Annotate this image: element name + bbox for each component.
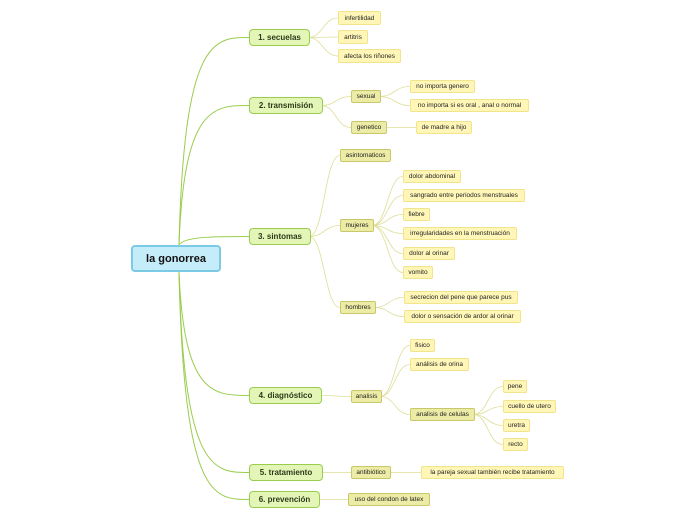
- link-root-tratamiento: [178, 271, 250, 473]
- link-root-secuelas: [178, 37, 250, 246]
- link-analisis-orina: [379, 364, 411, 397]
- link-sintomas-asintomaticos: [308, 155, 341, 237]
- link-celulas-0: [472, 386, 504, 415]
- link-root-prevencion: [178, 271, 250, 500]
- link-celulas-2: [472, 414, 504, 426]
- link-secuelas-0: [307, 17, 339, 38]
- leaf-cuello-utero[interactable]: cuello de utero: [503, 400, 556, 413]
- link-root-sintomas: [178, 236, 250, 246]
- link-transmision-sexual: [320, 96, 352, 106]
- leaf-afecta-rinones[interactable]: afecta los riñones: [338, 49, 401, 63]
- leaf-ardor-al-orinar[interactable]: dolor o sensación de ardor al orinar: [404, 310, 521, 323]
- leaf-sangrado[interactable]: sangrado entre periodos menstruales: [403, 189, 525, 202]
- leaf-oral-anal-normal[interactable]: no importa si es oral , anal o normal: [410, 99, 529, 112]
- link-transmision-genetico: [320, 105, 352, 128]
- link-analisis-fisico: [379, 345, 411, 397]
- link-analisis-celulas: [379, 396, 411, 415]
- leaf-secrecion-pene[interactable]: secrecion del pene que parece pus: [404, 291, 518, 304]
- topic-sintomas[interactable]: 3. sintomas: [249, 228, 311, 245]
- leaf-fisico[interactable]: fisico: [410, 339, 435, 352]
- leaf-dolor-al-orinar[interactable]: dolor al orinar: [403, 247, 455, 260]
- subtopic-analisis-celulas[interactable]: analisis de celulas: [410, 408, 475, 421]
- leaf-condon-latex[interactable]: uso del condon de latex: [348, 493, 430, 506]
- topic-prevencion[interactable]: 6. prevención: [249, 491, 320, 508]
- subtopic-mujeres[interactable]: mujeres: [340, 219, 374, 232]
- topic-transmision[interactable]: 2. transmisión: [249, 97, 323, 114]
- link-mujeres-2: [371, 214, 404, 226]
- root-topic[interactable]: la gonorrea: [131, 245, 221, 272]
- subtopic-genetico[interactable]: genetico: [351, 121, 387, 134]
- subtopic-antibiotico[interactable]: antibiótico: [351, 466, 391, 479]
- leaf-no-importa-genero[interactable]: no importa genero: [410, 80, 475, 93]
- link-hombres-0: [373, 297, 405, 308]
- topic-diagnostico[interactable]: 4. diagnóstico: [249, 387, 322, 404]
- subtopic-hombres[interactable]: hombres: [340, 301, 376, 314]
- link-sintomas-hombres: [308, 236, 341, 308]
- link-mujeres-5: [371, 225, 404, 273]
- link-root-transmision: [178, 105, 250, 246]
- link-celulas-1: [472, 406, 504, 415]
- topic-tratamiento[interactable]: 5. tratamiento: [249, 464, 323, 481]
- leaf-vomito[interactable]: vomito: [403, 266, 433, 279]
- link-root-diagnostico: [178, 271, 250, 396]
- leaf-recto[interactable]: recto: [503, 438, 528, 451]
- subtopic-sexual[interactable]: sexual: [351, 90, 381, 103]
- link-mujeres-1: [371, 195, 404, 226]
- link-celulas-3: [472, 414, 504, 445]
- link-sexual-0: [378, 86, 411, 97]
- leaf-pareja-tratamiento[interactable]: la pareja sexual también recibe tratamie…: [421, 466, 564, 479]
- link-hombres-1: [373, 307, 405, 317]
- leaf-madre-a-hijo[interactable]: de madre a hijo: [416, 121, 472, 134]
- topic-secuelas[interactable]: 1. secuelas: [249, 29, 310, 46]
- leaf-uretra[interactable]: uretra: [503, 419, 530, 432]
- link-sintomas-mujeres: [308, 225, 341, 237]
- link-mujeres-0: [371, 176, 404, 226]
- subtopic-asintomaticos[interactable]: asintomaticos: [340, 149, 391, 162]
- leaf-fiebre[interactable]: fiebre: [403, 208, 430, 221]
- leaf-analisis-orina[interactable]: análisis de orina: [410, 358, 469, 371]
- subtopic-analisis[interactable]: analisis: [351, 390, 382, 403]
- link-sexual-1: [378, 96, 411, 106]
- leaf-irregularidades[interactable]: irregularidades en la menstruación: [403, 227, 517, 240]
- link-secuelas-2: [307, 37, 339, 57]
- link-diagnostico-analisis: [319, 395, 352, 397]
- leaf-dolor-abdominal[interactable]: dolor abdominal: [403, 170, 461, 183]
- leaf-infertilidad[interactable]: infertilidad: [338, 11, 381, 25]
- leaf-pene[interactable]: pene: [503, 380, 527, 393]
- leaf-artitris[interactable]: artitris: [338, 30, 368, 44]
